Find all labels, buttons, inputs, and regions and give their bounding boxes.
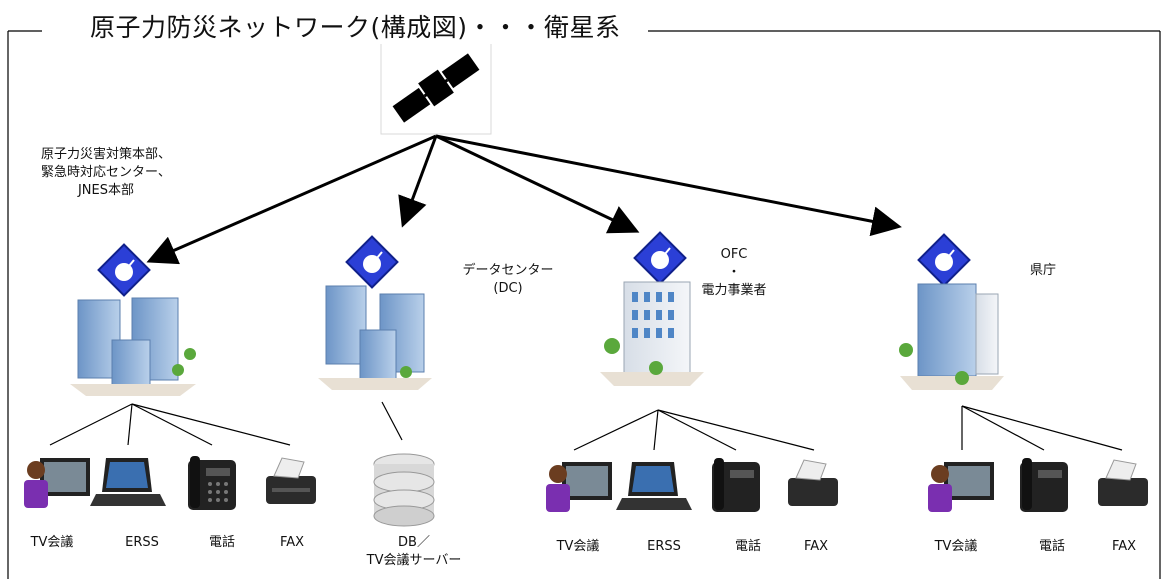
fax-icon xyxy=(788,459,838,506)
satellite-icon xyxy=(380,41,492,135)
device-label: TV会議 xyxy=(556,539,600,554)
device-label: ERSS xyxy=(647,539,681,554)
device-label: TV会議 xyxy=(934,539,978,554)
device-label: FAX xyxy=(803,539,829,554)
building-ofc xyxy=(600,281,704,386)
device-label: 電話 xyxy=(208,535,236,550)
satellite-links xyxy=(146,134,902,265)
device-label: 電話 xyxy=(1038,539,1066,554)
building-pref xyxy=(899,283,1004,390)
telephone-icon xyxy=(712,458,760,512)
building-hq xyxy=(70,297,196,396)
label-dc: データセンター (DC) xyxy=(462,263,554,296)
fax-icon xyxy=(266,457,316,504)
database-icon xyxy=(373,453,435,527)
device-links xyxy=(49,401,1123,451)
devices-ofc xyxy=(546,458,838,512)
telephone-icon xyxy=(188,456,236,510)
tv-conference-icon xyxy=(24,458,90,508)
telephone-icon xyxy=(1020,458,1068,512)
tv-conference-icon xyxy=(546,462,612,512)
device-label: 電話 xyxy=(734,539,762,554)
label-pref: 県庁 xyxy=(1030,263,1057,278)
label-ofc: OFC ・ 電力事業者 xyxy=(701,247,767,298)
laptop-icon xyxy=(616,462,692,510)
device-label: TV会議 xyxy=(30,535,74,550)
devices-pref xyxy=(928,458,1148,512)
building-dc xyxy=(318,285,432,390)
device-label: ERSS xyxy=(125,535,159,550)
devices-hq xyxy=(24,456,316,510)
device-label: FAX xyxy=(279,535,305,550)
label-hq: 原子力災害対策本部、 緊急時対応センター、 JNES本部 xyxy=(40,147,172,198)
fax-icon xyxy=(1098,459,1148,506)
laptop-icon xyxy=(90,458,166,506)
diagram-title: 原子力防災ネットワーク(構成図)・・・衛星系 xyxy=(84,12,627,44)
frame-border xyxy=(7,30,1161,579)
antenna-icons xyxy=(97,231,971,297)
tv-conference-icon xyxy=(928,462,994,512)
device-label-db: DB／ TV会議サーバー xyxy=(366,535,462,568)
device-label: FAX xyxy=(1111,539,1137,554)
